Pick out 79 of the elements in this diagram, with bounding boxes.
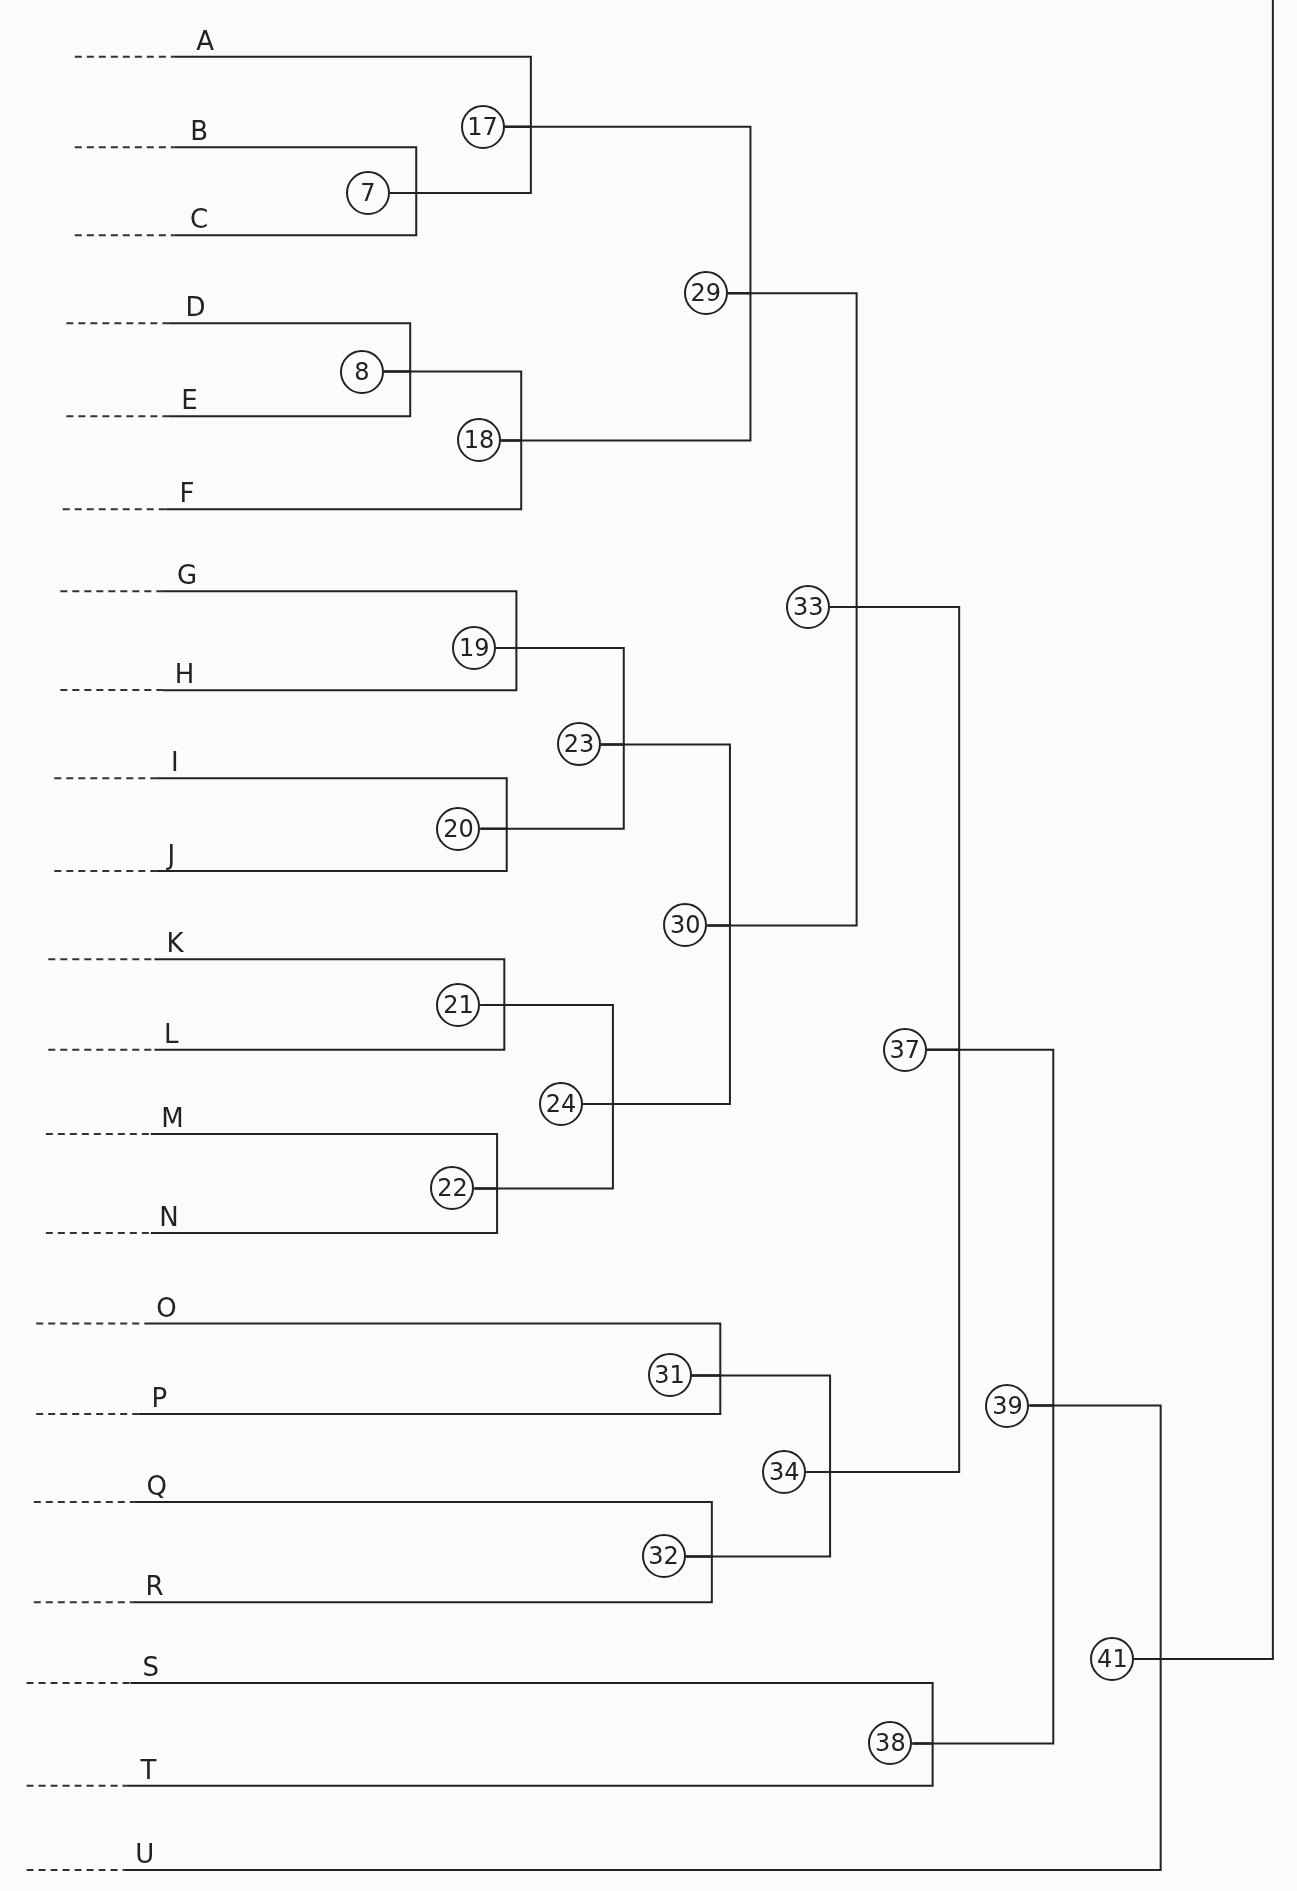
- bracket-line: [600, 743, 731, 927]
- competitor-label: E: [168, 386, 210, 417]
- bracket-line: [389, 125, 532, 195]
- competitor-label: U: [124, 1840, 166, 1871]
- bracket-line: [167, 370, 412, 418]
- match-number: 22: [430, 1166, 475, 1211]
- bracket-line: [690, 1374, 832, 1473]
- bracket-line: [149, 1133, 499, 1190]
- bracket-line: [137, 1374, 722, 1416]
- competitor-label: I: [156, 748, 194, 779]
- competitor-label: N: [150, 1203, 187, 1234]
- bracket-line: [173, 55, 532, 128]
- bracket-line: [684, 1470, 832, 1558]
- match-number: 18: [457, 418, 501, 463]
- bracket-line: [382, 370, 523, 442]
- match-number: 37: [882, 1027, 927, 1072]
- competitor-label: F: [165, 479, 209, 510]
- bracket-line: [125, 1742, 934, 1787]
- bracket-line: [167, 322, 412, 373]
- bracket-line: [143, 1322, 722, 1377]
- bracket-line: [726, 292, 858, 608]
- bracket-line: [479, 1004, 614, 1105]
- bracket-line: [153, 958, 506, 1006]
- bracket-line: [479, 743, 625, 830]
- bracket-line: [153, 1004, 506, 1051]
- bracket-line: [155, 827, 508, 873]
- competitor-label: Q: [135, 1472, 179, 1503]
- match-number: 34: [762, 1449, 807, 1494]
- match-number: 30: [663, 903, 708, 948]
- competitor-label: J: [156, 841, 186, 872]
- match-number: 17: [460, 104, 505, 149]
- match-number: 29: [683, 271, 728, 316]
- competitor-label: A: [174, 26, 236, 57]
- bracket-line: [911, 1404, 1055, 1745]
- competitor-label: T: [126, 1755, 171, 1786]
- competitor-label: D: [168, 293, 222, 324]
- match-number: 23: [557, 722, 602, 767]
- competitor-label: B: [174, 117, 224, 148]
- bracket-line: [925, 1048, 1055, 1407]
- match-number: 31: [647, 1353, 692, 1398]
- match-number: 24: [539, 1081, 583, 1126]
- bracket-line: [161, 590, 518, 649]
- match-number: 8: [339, 349, 384, 394]
- bracket-line: [123, 1657, 1162, 1872]
- bracket-line: [1028, 1404, 1162, 1660]
- match-number: 7: [346, 171, 390, 216]
- bracket-line: [164, 439, 523, 511]
- competitor-label: L: [154, 1019, 189, 1050]
- competitor-label: K: [154, 929, 196, 960]
- bracket-line: [173, 146, 418, 195]
- bracket-line: [503, 125, 752, 295]
- competitor-label: C: [174, 205, 224, 236]
- bracket-line: [129, 1682, 934, 1745]
- bracket-line: [149, 1187, 499, 1235]
- competitor-label: G: [162, 561, 212, 592]
- bracket-line: [131, 1555, 713, 1604]
- competitor-label: H: [162, 660, 207, 691]
- bracket-line: [173, 192, 418, 237]
- match-number: 38: [868, 1721, 913, 1766]
- bracket-line: [582, 924, 731, 1105]
- match-number: 20: [436, 806, 481, 851]
- competitor-label: S: [130, 1653, 172, 1684]
- competitor-label: R: [132, 1572, 177, 1603]
- match-number: 33: [786, 584, 831, 629]
- competitor-label: M: [150, 1104, 195, 1135]
- bracket-line: [495, 646, 625, 746]
- match-number: 19: [452, 625, 497, 670]
- match-number: 39: [985, 1383, 1030, 1428]
- bracket-line: [500, 292, 752, 442]
- bracket-line: [155, 777, 508, 830]
- match-number: 21: [436, 983, 481, 1027]
- bracket-line: [706, 605, 858, 927]
- bracket-line: [473, 1102, 614, 1190]
- bracket-line: [134, 1501, 713, 1558]
- competitor-label: P: [138, 1384, 180, 1415]
- competitor-label: O: [144, 1293, 189, 1324]
- match-number: 32: [641, 1534, 686, 1579]
- bracket-line: [161, 646, 518, 692]
- match-number: 41: [1090, 1636, 1135, 1681]
